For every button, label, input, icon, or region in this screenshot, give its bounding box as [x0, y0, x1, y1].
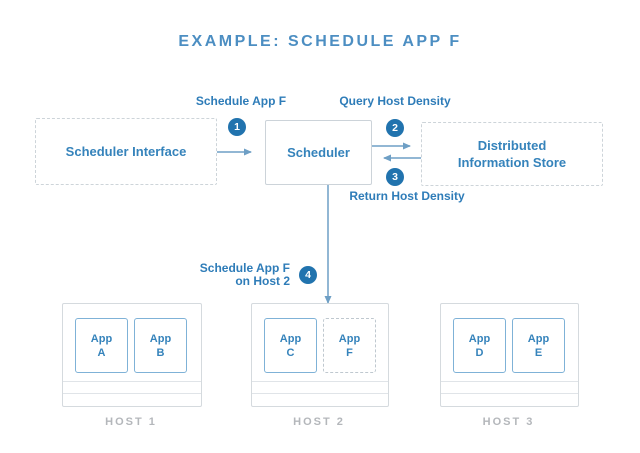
step-3-label: Return Host Density [349, 189, 465, 203]
host-3-label: HOST 3 [482, 416, 535, 428]
step-1-badge: 1 [228, 118, 246, 136]
host-1-rack-strip-2 [63, 393, 201, 406]
store-label-line2: Information Store [457, 155, 567, 170]
diagram-title: EXAMPLE: SCHEDULE APP F [178, 33, 462, 50]
app-e-box: App E [512, 318, 565, 373]
store-label-line1: Distributed [477, 138, 547, 153]
host-2-box: App C App F [251, 303, 389, 407]
host-2-rack-strip-1 [252, 381, 388, 394]
app-d-box: App D [453, 318, 506, 373]
host-1-label: HOST 1 [105, 416, 157, 428]
app-d-letter: D [475, 346, 484, 359]
host-3-box: App D App E [440, 303, 579, 407]
scheduler-label: Scheduler [287, 145, 350, 160]
app-f-letter: F [346, 346, 353, 359]
host-2-label: HOST 2 [293, 416, 345, 428]
step-4-label: Schedule App F on Host 2 [140, 262, 290, 288]
step-2-label: Query Host Density [339, 94, 451, 108]
step-4-badge: 4 [299, 266, 317, 284]
host-2-rack-strip-2 [252, 393, 388, 406]
step-4-label-line1: Schedule App F [199, 261, 290, 275]
app-b-box: App B [134, 318, 187, 373]
app-f-box-pending: App F [323, 318, 376, 373]
step-4-label-line2: on Host 2 [235, 274, 290, 288]
step-3-badge: 3 [386, 168, 404, 186]
app-e-word: App [527, 332, 550, 345]
app-e-letter: E [534, 346, 543, 359]
app-d-word: App [468, 332, 491, 345]
host-3-rack-strip-2 [441, 393, 578, 406]
app-c-word: App [279, 332, 302, 345]
host-1-box: App A App B [62, 303, 202, 407]
app-f-word: App [338, 332, 361, 345]
step-1-label: Schedule App F [195, 94, 287, 108]
distributed-information-store-node: Distributed Information Store [421, 122, 603, 186]
app-c-letter: C [286, 346, 295, 359]
app-c-box: App C [264, 318, 317, 373]
scheduler-interface-label: Scheduler Interface [65, 144, 187, 159]
app-b-word: App [149, 332, 172, 345]
step-2-badge: 2 [386, 119, 404, 137]
app-b-letter: B [156, 346, 165, 359]
scheduler-node: Scheduler [265, 120, 372, 185]
app-a-letter: A [97, 346, 106, 359]
scheduler-interface-node: Scheduler Interface [35, 118, 217, 185]
app-a-word: App [90, 332, 113, 345]
host-1-rack-strip-1 [63, 381, 201, 394]
host-3-rack-strip-1 [441, 381, 578, 394]
app-a-box: App A [75, 318, 128, 373]
